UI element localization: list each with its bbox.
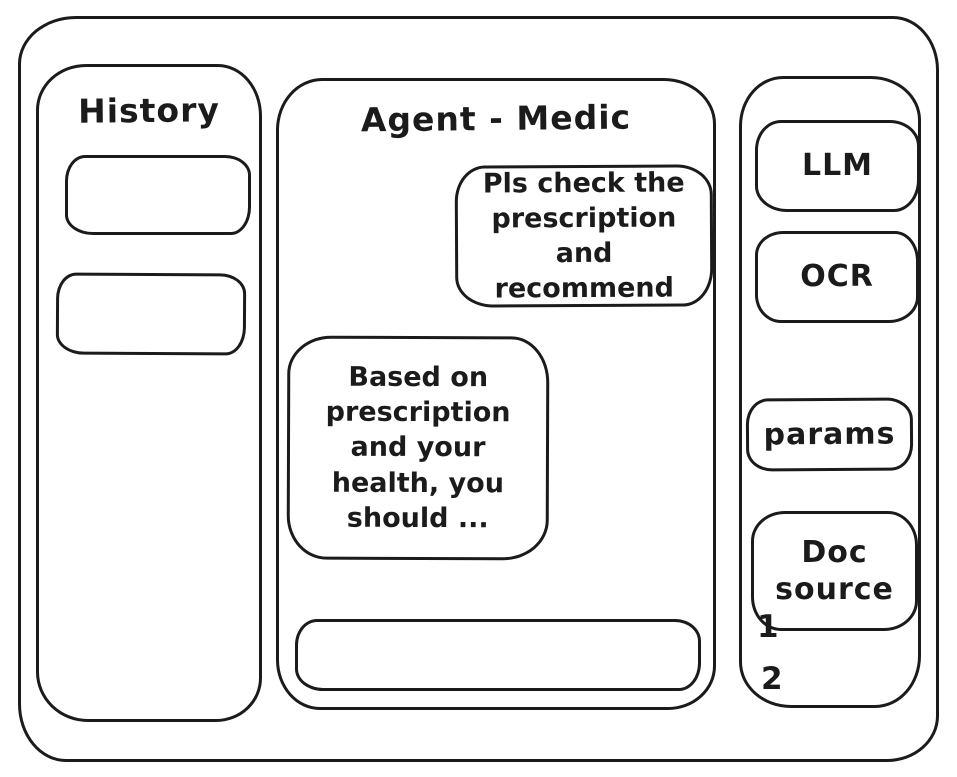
agent-message-bubble: Based on prescription and your health, y… [286, 335, 550, 561]
ocr-button[interactable]: OCR [755, 231, 919, 323]
doc-source-button[interactable]: Doc source [751, 511, 918, 631]
chat-panel: Agent - Medic Pls check the prescription… [276, 78, 716, 710]
chat-input[interactable] [295, 619, 701, 691]
user-message-bubble: Pls check the prescription and recommend [454, 164, 714, 308]
history-item[interactable] [55, 272, 247, 356]
doc-source-item-2[interactable]: 2 [761, 661, 783, 697]
history-title: History [77, 90, 221, 131]
page-title: Agent - Medic [360, 97, 632, 140]
tools-sidebar: LLM OCR params Doc source 1 2 [739, 76, 921, 708]
params-button[interactable]: params [745, 397, 914, 472]
llm-button[interactable]: LLM [755, 120, 920, 212]
doc-source-item-1[interactable]: 1 [757, 609, 779, 645]
history-sidebar: History [36, 64, 262, 722]
history-item[interactable] [65, 155, 251, 235]
